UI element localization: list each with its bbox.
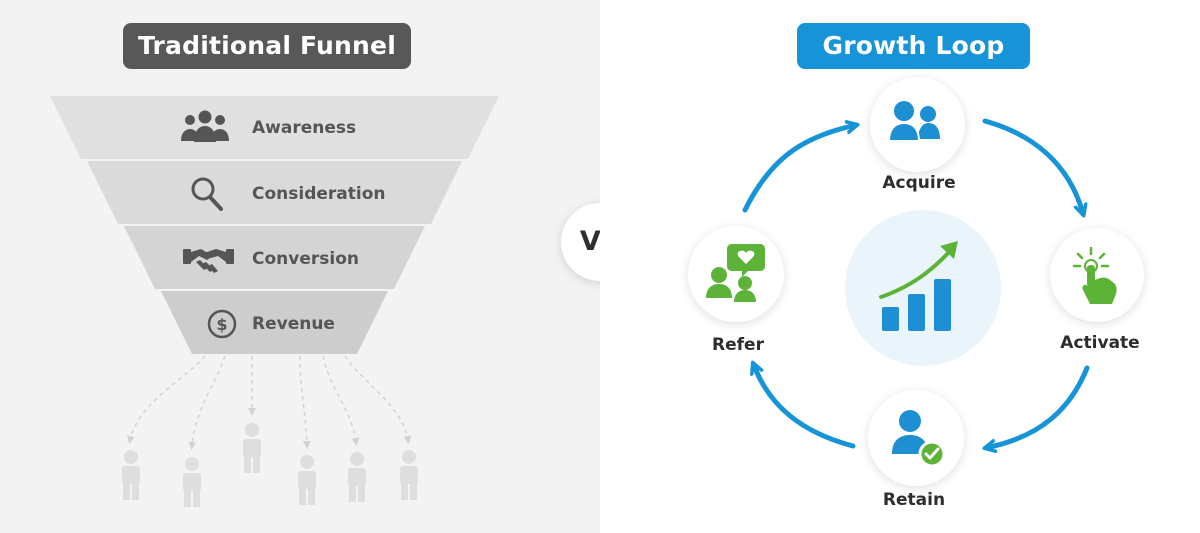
faded-person-icon	[183, 457, 201, 507]
handshake-icon	[183, 249, 234, 273]
funnel-tier-conversion	[124, 226, 425, 289]
traditional-funnel-title: Traditional Funnel	[123, 23, 411, 69]
step-label-retain: Retain	[882, 490, 946, 510]
arrow-activate-to-retain	[990, 365, 1090, 447]
growth-loop-title: Growth Loop	[797, 23, 1030, 69]
funnel-stage-conversion: Conversion	[252, 249, 359, 269]
user-check-icon	[892, 410, 946, 468]
funnel-tier-revenue	[161, 291, 388, 354]
magnifier-icon	[191, 177, 223, 211]
node-activate	[1050, 228, 1144, 322]
arrow-refer-to-acquire	[742, 126, 852, 213]
funnel-graphic: $	[50, 96, 499, 507]
faded-person-icon	[348, 452, 366, 502]
tap-hand-icon	[1072, 246, 1117, 304]
funnel-outflow-lines	[127, 355, 412, 450]
arrow-acquire-to-activate	[982, 118, 1082, 210]
faded-person-icon	[400, 450, 418, 500]
funnel-stage-revenue: Revenue	[252, 314, 335, 334]
funnel-tier-consideration	[87, 161, 462, 224]
referral-heart-icon	[706, 244, 765, 302]
step-label-acquire: Acquire	[882, 173, 956, 193]
node-refer	[688, 226, 784, 322]
growth-center-disc	[845, 210, 1001, 366]
svg-text:$: $	[216, 315, 227, 334]
people-group-icon	[181, 110, 229, 142]
faded-person-icon	[122, 450, 140, 500]
node-retain	[868, 390, 964, 486]
funnel-stage-awareness: Awareness	[252, 118, 357, 138]
funnel-stage-consideration: Consideration	[252, 184, 386, 204]
arrow-retain-to-refer	[755, 368, 856, 449]
funnel-tier-awareness	[50, 96, 499, 159]
users-icon	[887, 101, 940, 142]
step-label-activate: Activate	[1060, 333, 1140, 353]
faded-person-icon	[298, 455, 316, 505]
dollar-coin-icon: $	[207, 309, 237, 339]
faded-person-icon	[243, 423, 261, 473]
growth-chart-icon	[879, 241, 958, 331]
node-acquire	[870, 77, 965, 172]
faded-people	[122, 423, 418, 507]
step-label-refer: Refer	[712, 335, 764, 355]
